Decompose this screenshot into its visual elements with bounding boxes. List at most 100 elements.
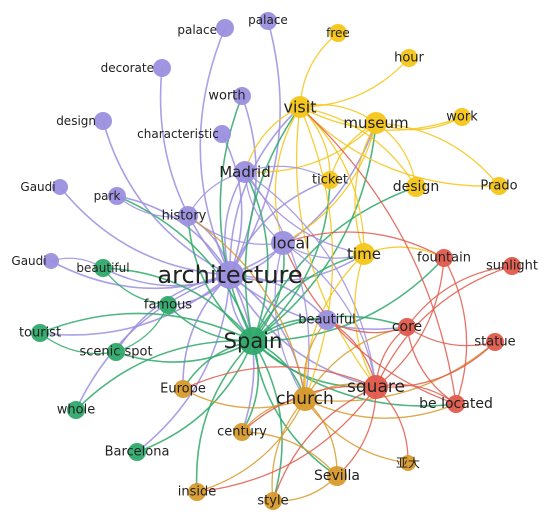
node-church <box>293 387 317 411</box>
node-worth <box>233 87 251 105</box>
node-label-architecture: architecture <box>157 261 302 289</box>
node-scenic <box>107 343 125 361</box>
node-label-fountain: fountain <box>417 251 471 266</box>
node-label-history: history <box>162 209 207 224</box>
node-gaudi1 <box>52 179 68 195</box>
edge-spain-park <box>116 195 254 342</box>
node-label-church: church <box>276 389 334 409</box>
node-label-ticket: ticket <box>312 173 348 188</box>
edge-architecture-core <box>229 274 408 330</box>
edge-spain-inside <box>195 340 254 493</box>
node-visit <box>289 96 311 118</box>
node-label-visit: visit <box>284 98 317 117</box>
node-architecture <box>216 261 244 289</box>
node-characteristic <box>213 125 231 143</box>
edge-museum-madrid <box>244 122 377 173</box>
node-label-style: style <box>257 494 288 509</box>
node-square <box>364 375 388 399</box>
node-label-europe: Europe <box>160 382 206 397</box>
edge-square-yada <box>375 386 409 464</box>
node-design_p <box>94 112 112 130</box>
edge-visit-church <box>299 106 334 400</box>
node-sevilla <box>327 466 347 486</box>
edge-visit-prado <box>299 106 500 187</box>
node-label-work: work <box>446 110 478 125</box>
node-ticket <box>321 171 339 189</box>
edge-square-style <box>272 386 377 502</box>
edge-architecture-square <box>229 274 377 388</box>
node-label-beautiful_p: beautiful <box>298 313 356 328</box>
node-decorate <box>153 59 171 77</box>
edge-architecture-characteristic <box>221 133 243 276</box>
edge-located-visit <box>299 106 457 405</box>
edge-church-located <box>304 398 457 419</box>
edge-museum-local <box>282 122 377 244</box>
edge-square-europe <box>182 366 377 390</box>
edge-spain-tourist <box>39 312 254 342</box>
node-label-whole: whole <box>57 403 95 418</box>
edge-architecture-time <box>229 253 365 282</box>
edge-spain-sevilla <box>252 340 338 477</box>
node-label-tourist: tourist <box>19 326 61 341</box>
node-label-prado: Prado <box>480 179 517 194</box>
node-label-palace1: palace <box>177 23 217 37</box>
node-history <box>178 206 198 226</box>
node-time <box>353 243 375 265</box>
edge-visit-free <box>299 32 339 108</box>
node-label-worth: worth <box>208 89 245 104</box>
edge-visit-hour <box>299 57 410 108</box>
edge-museum-time <box>354 122 377 255</box>
edge-madrid-square <box>244 171 377 388</box>
node-beautiful_g <box>94 259 112 277</box>
node-style <box>264 492 282 510</box>
edge-core-sunlight <box>406 265 513 328</box>
node-label-museum: museum <box>343 114 408 132</box>
label-layer: palacepalacedecorateworthdesigncharacter… <box>11 13 538 509</box>
node-label-yada: 亚大 <box>396 456 420 470</box>
edge-square-sunlight <box>375 265 513 388</box>
node-work <box>453 108 471 126</box>
node-label-design_p: design <box>56 114 96 128</box>
node-park <box>108 187 126 205</box>
edge-spain-scenic <box>115 340 254 363</box>
node-label-local: local <box>272 234 309 253</box>
edge-located-core <box>406 326 457 405</box>
node-yada <box>400 455 416 471</box>
edge-spain-beautiful_g <box>102 267 254 342</box>
node-label-gaudi1: Gaudi <box>20 180 55 194</box>
node-layer <box>31 12 521 510</box>
node-whole <box>67 401 85 419</box>
edge-spain-design_y <box>252 186 417 342</box>
node-inside <box>188 483 206 501</box>
node-gaudi2 <box>43 253 59 269</box>
node-label-characteristic: characteristic <box>137 127 219 141</box>
edge-spain-history <box>187 215 254 342</box>
edge-square-statue <box>375 341 496 388</box>
node-label-gaudi2: Gaudi <box>11 254 46 268</box>
edge-architecture-whole <box>75 274 231 411</box>
edge-spain-visit <box>244 106 301 342</box>
edge-architecture-ticket <box>229 179 331 276</box>
node-located <box>447 395 465 413</box>
node-label-famous: famous <box>144 298 192 313</box>
node-label-decorate: decorate <box>101 61 154 75</box>
node-label-sunlight: sunlight <box>486 259 538 274</box>
node-label-beautiful_g: beautiful <box>76 261 129 275</box>
node-label-barcelona: Barcelona <box>105 445 170 460</box>
edge-sevilla-century <box>241 431 338 477</box>
node-label-scenic: scenic spot <box>79 345 152 360</box>
node-label-located: be located <box>419 396 493 412</box>
edge-museum-prado <box>375 122 500 187</box>
edge-fountain-local <box>282 231 445 259</box>
edge-church-statue <box>304 341 496 402</box>
node-label-square: square <box>347 377 405 397</box>
edge-visit-local <box>274 106 301 244</box>
node-famous <box>159 296 177 314</box>
edge-spain-time <box>252 253 365 342</box>
node-label-madrid: Madrid <box>219 163 271 181</box>
node-label-time: time <box>347 245 381 263</box>
edge-architecture-decorate <box>159 67 231 276</box>
edge-spain-museum <box>252 122 377 342</box>
edge-architecture-museum <box>229 122 377 276</box>
node-core <box>398 318 416 336</box>
